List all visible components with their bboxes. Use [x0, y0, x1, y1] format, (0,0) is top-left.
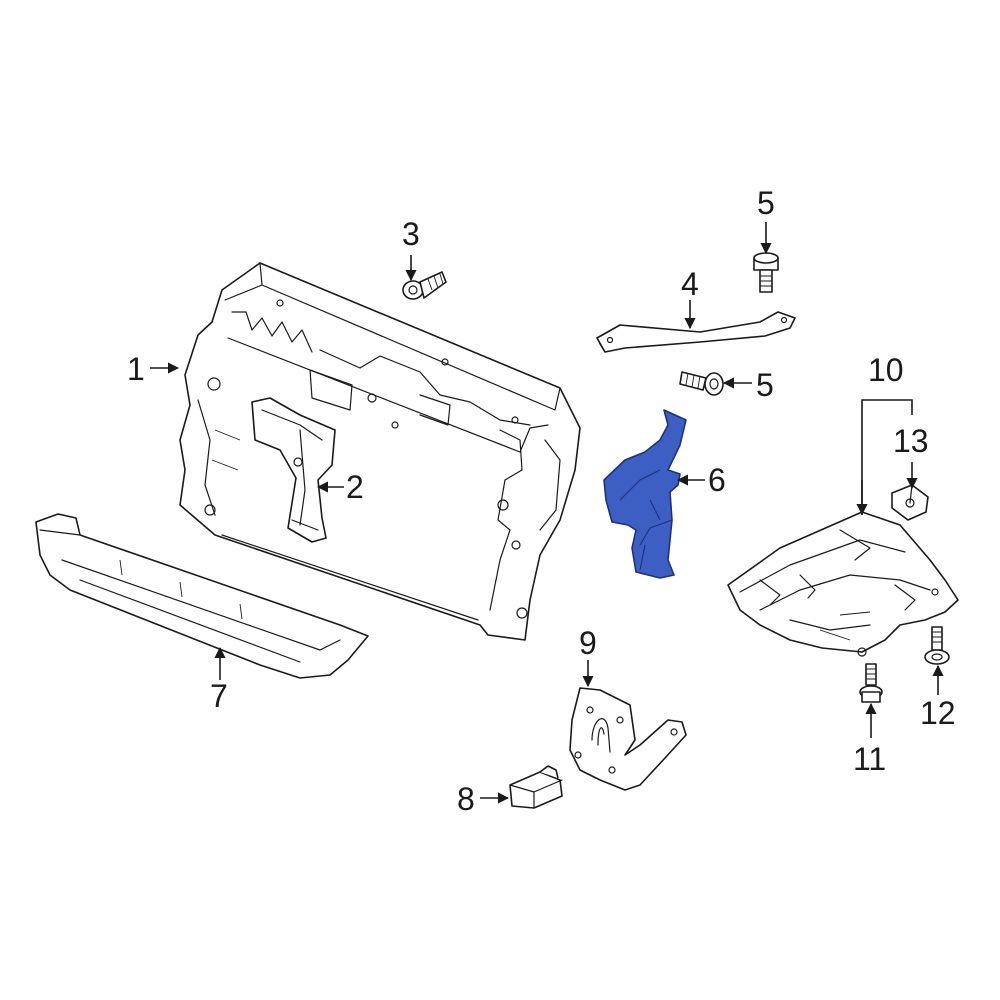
part-2-center-bracket — [251, 397, 336, 543]
part-6-air-guide-highlighted — [603, 409, 687, 579]
callout-4: 4 — [681, 266, 699, 302]
callout-11: 11 — [853, 741, 886, 777]
callout-13: 13 — [893, 423, 929, 459]
part-1-radiator-support — [179, 262, 581, 641]
callout-12: 12 — [920, 695, 956, 731]
part-11-bolt — [859, 663, 883, 703]
callout-9: 9 — [579, 625, 597, 661]
part-5-bolt-lower — [679, 371, 724, 396]
callout-labels: 1 2 3 4 5 5 6 7 8 9 10 11 12 13 — [127, 185, 956, 817]
callout-10: 10 — [868, 352, 904, 388]
callout-5-lower: 5 — [756, 367, 774, 403]
leader-lines — [150, 222, 944, 804]
callout-7: 7 — [210, 678, 228, 714]
part-5-bolt-upper — [753, 252, 779, 293]
part-7-lower-deflector — [35, 513, 369, 679]
part-13-clip-nut — [891, 484, 929, 521]
part-10-undercover — [727, 511, 959, 657]
callout-1: 1 — [127, 351, 145, 387]
callout-8: 8 — [457, 781, 475, 817]
part-3-bolt — [402, 271, 447, 300]
callout-2: 2 — [346, 469, 364, 505]
part-4-upper-bracket — [596, 311, 796, 353]
callout-6: 6 — [708, 462, 726, 498]
part-12-bolt — [924, 626, 950, 665]
part-9-bracket — [569, 687, 687, 791]
callout-5-upper: 5 — [757, 185, 775, 221]
callout-3: 3 — [402, 216, 420, 252]
part-8-sensor-block — [509, 765, 563, 809]
